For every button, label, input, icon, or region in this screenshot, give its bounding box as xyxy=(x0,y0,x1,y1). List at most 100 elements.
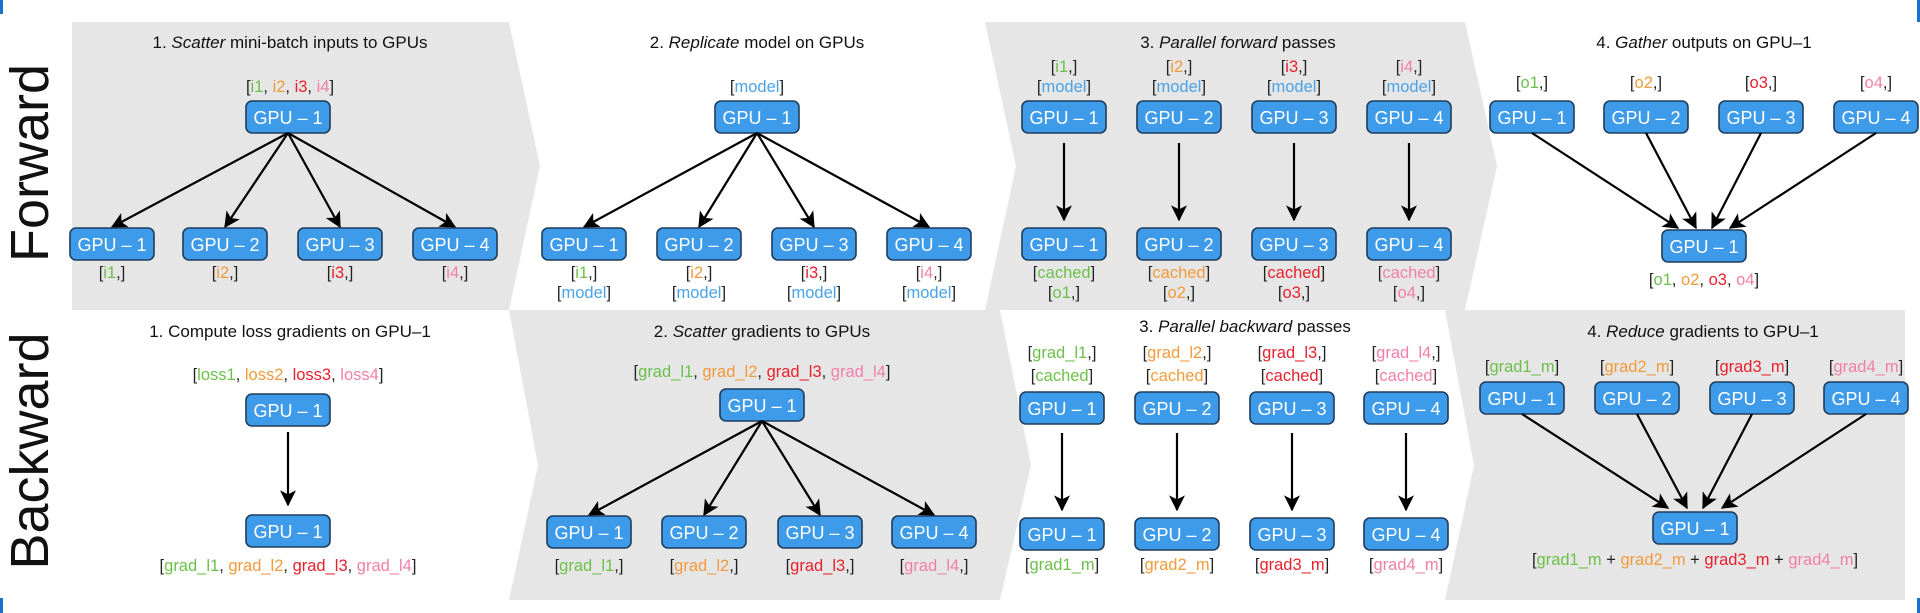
svg-text:GPU – 2: GPU – 2 xyxy=(1602,389,1671,409)
backward-step1-top-gpu: GPU – 1 xyxy=(245,393,331,427)
forward-step2-top-label: [model] xyxy=(730,78,784,96)
forward-step3-bottom-output-4: [o4,] xyxy=(1393,284,1425,302)
forward-step3-bottom-output-2: [o2,] xyxy=(1163,284,1195,302)
backward-step1-title: 1. Compute loss gradients on GPU–1 xyxy=(149,322,431,341)
forward-step3-title: 3. Parallel forward passes xyxy=(1140,33,1336,52)
backward-step3-top-grad-2: [grad_l2,] xyxy=(1143,344,1212,362)
backward-step4-top-gpu-4: GPU – 4 xyxy=(1823,381,1909,415)
svg-text:GPU – 3: GPU – 3 xyxy=(779,235,848,255)
forward-step3-top-gpu-4: GPU – 4 xyxy=(1366,100,1452,134)
backward-step4-top-label-1: [grad1_m] xyxy=(1485,358,1559,376)
svg-text:GPU – 3: GPU – 3 xyxy=(305,235,374,255)
forward-step1-bottom-label-2: [i2,] xyxy=(212,264,239,282)
forward-step3-top-model-3: [model] xyxy=(1267,78,1321,96)
svg-text:GPU – 1: GPU – 1 xyxy=(554,523,623,543)
backward-step3-top-gpu-3: GPU – 3 xyxy=(1249,391,1335,425)
svg-text:GPU – 2: GPU – 2 xyxy=(1144,108,1213,128)
svg-text:GPU – 1: GPU – 1 xyxy=(1497,108,1566,128)
svg-text:GPU – 1: GPU – 1 xyxy=(549,235,618,255)
backward-step3-bottom-label-3: [grad3_m] xyxy=(1255,556,1329,574)
backward-step2-bottom-gpu-3: GPU – 3 xyxy=(777,515,863,549)
forward-step4-bottom-gpu: GPU – 1 xyxy=(1661,229,1747,263)
svg-text:GPU – 3: GPU – 3 xyxy=(785,523,854,543)
svg-text:GPU – 1: GPU – 1 xyxy=(253,522,322,542)
forward-step3-top-input-1: [i1,] xyxy=(1051,58,1078,76)
forward-step2-bottom-model-4: [model] xyxy=(902,284,956,302)
forward-step3-bottom-cached-3: [cached] xyxy=(1263,264,1325,282)
forward-step1-bottom-gpu-4: GPU – 4 xyxy=(412,227,498,261)
backward-step3-top-grad-1: [grad_l1,] xyxy=(1028,344,1097,362)
backward-step4-arrow-4 xyxy=(1720,413,1867,509)
svg-text:GPU – 3: GPU – 3 xyxy=(1726,108,1795,128)
svg-text:GPU – 1: GPU – 1 xyxy=(1660,519,1729,539)
svg-text:GPU – 3: GPU – 3 xyxy=(1259,108,1328,128)
forward-step1-bottom-label-1: [i1,] xyxy=(99,264,126,282)
right-edge-accent-bottom xyxy=(1917,598,1920,613)
forward-step4-top-gpu-1: GPU – 1 xyxy=(1489,100,1575,134)
forward-step4-top-output-1: [o1,] xyxy=(1516,74,1548,92)
right-edge-accent-top xyxy=(1917,0,1920,22)
forward-step4-top-output-3: [o3,] xyxy=(1745,74,1777,92)
backward-step4-top-label-2: [grad2_m] xyxy=(1600,358,1674,376)
forward-step2-bottom-gpu-3: GPU – 3 xyxy=(771,227,857,261)
forward-step2-bottom-input-2: [i2,] xyxy=(686,264,713,282)
forward-step2-top-gpu: GPU – 1 xyxy=(714,100,800,134)
svg-text:GPU – 1: GPU – 1 xyxy=(253,108,322,128)
svg-text:GPU – 2: GPU – 2 xyxy=(1611,108,1680,128)
svg-text:GPU – 1: GPU – 1 xyxy=(77,235,146,255)
forward-step2-bottom-model-1: [model] xyxy=(557,284,611,302)
forward-step4-arrow-3 xyxy=(1711,132,1762,230)
backward-step4-top-label-4: [grad4_m] xyxy=(1829,358,1903,376)
forward-step3-top-model-1: [model] xyxy=(1037,78,1091,96)
forward-step3-top-input-4: [i4,] xyxy=(1396,58,1423,76)
backward-step4-arrow-3 xyxy=(1702,413,1753,510)
svg-text:GPU – 2: GPU – 2 xyxy=(1142,525,1211,545)
forward-step3-top-input-2: [i2,] xyxy=(1166,58,1193,76)
forward-step2-arrow-1 xyxy=(582,132,758,228)
backward-step3-bottom-label-1: [grad1_m] xyxy=(1025,556,1099,574)
backward-step3-bottom-gpu-3: GPU – 3 xyxy=(1249,517,1335,551)
backward-step2-arrow-2 xyxy=(703,420,763,517)
forward-step1-arrow-4 xyxy=(287,132,457,228)
backward-step2-arrow-4 xyxy=(761,420,936,516)
svg-text:GPU – 1: GPU – 1 xyxy=(1669,237,1738,257)
svg-text:GPU – 3: GPU – 3 xyxy=(1257,399,1326,419)
forward-step1-arrow-3 xyxy=(287,132,341,229)
forward-step4-title: 4. Gather outputs on GPU–1 xyxy=(1596,33,1811,52)
forward-step2-arrow-3 xyxy=(756,132,815,229)
forward-step3-top-gpu-1: GPU – 1 xyxy=(1021,100,1107,134)
forward-step3-bottom-output-3: [o3,] xyxy=(1278,284,1310,302)
forward-step4-top-output-4: [o4,] xyxy=(1860,74,1892,92)
forward-step3-top-gpu-3: GPU – 3 xyxy=(1251,100,1337,134)
svg-text:GPU – 2: GPU – 2 xyxy=(1144,235,1213,255)
forward-step4-top-gpu-4: GPU – 4 xyxy=(1833,100,1919,134)
backward-step3-top-grad-3: [grad_l3,] xyxy=(1258,344,1327,362)
backward-step1-bottom-gpu: GPU – 1 xyxy=(245,514,331,548)
forward-step3-bottom-gpu-4: GPU – 4 xyxy=(1366,227,1452,261)
backward-step3-top-cached-4: [cached] xyxy=(1375,367,1437,385)
left-edge-accent-bottom xyxy=(0,598,3,613)
forward-step4-top-output-2: [o2,] xyxy=(1630,74,1662,92)
svg-text:GPU – 4: GPU – 4 xyxy=(1371,399,1440,419)
forward-step3-top-gpu-2: GPU – 2 xyxy=(1136,100,1222,134)
forward-step3-bottom-cached-4: [cached] xyxy=(1378,264,1440,282)
backward-step4-top-gpu-3: GPU – 3 xyxy=(1709,381,1795,415)
svg-text:GPU – 4: GPU – 4 xyxy=(899,523,968,543)
backward-step3-title: 3. Parallel backward passes xyxy=(1139,317,1351,336)
backward-step3-bottom-gpu-4: GPU – 4 xyxy=(1363,517,1449,551)
svg-text:GPU – 1: GPU – 1 xyxy=(727,396,796,416)
forward-step1-title: 1. Scatter mini-batch inputs to GPUs xyxy=(153,33,428,52)
left-edge-accent-top xyxy=(0,0,3,14)
backward-step4-arrow-2 xyxy=(1636,413,1688,510)
svg-text:GPU – 1: GPU – 1 xyxy=(253,401,322,421)
forward-step4-bottom-label: [o1, o2, o3, o4] xyxy=(1649,271,1759,289)
forward-step1-arrow-1 xyxy=(110,132,289,228)
backward-step2-bottom-gpu-1: GPU – 1 xyxy=(546,515,632,549)
svg-text:GPU – 3: GPU – 3 xyxy=(1259,235,1328,255)
forward-step2-bottom-input-3: [i3,] xyxy=(801,264,828,282)
backward-step2-top-gpu: GPU – 1 xyxy=(719,388,805,422)
forward-step3-bottom-gpu-3: GPU – 3 xyxy=(1251,227,1337,261)
forward-step1-top-label: [i1, i2, i3, i4] xyxy=(246,78,334,96)
forward-step2-bottom-gpu-4: GPU – 4 xyxy=(886,227,972,261)
